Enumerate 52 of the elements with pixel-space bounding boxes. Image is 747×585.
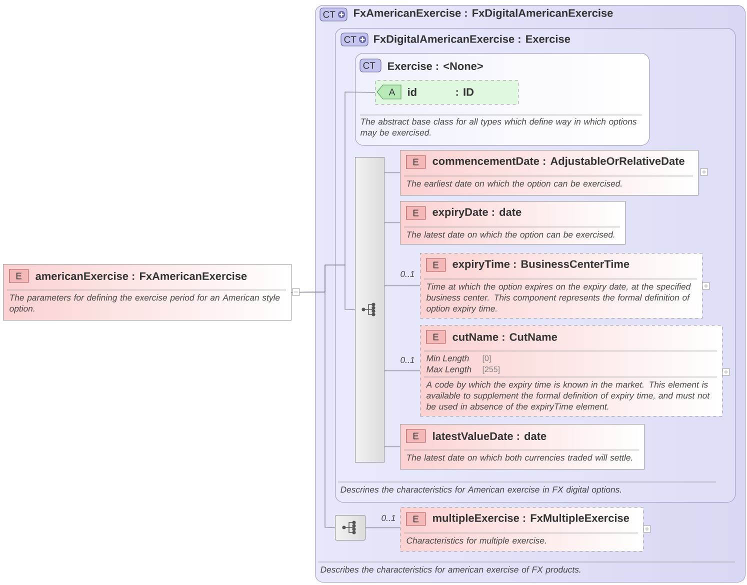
type-name: FxDigitalAmericanExercise : Exercise — [374, 34, 570, 46]
element-badge: E — [426, 330, 446, 344]
connector — [384, 222, 400, 224]
connector — [291, 292, 336, 528]
type-name: FxAmericanExercise : FxDigitalAmericanExercise — [354, 8, 613, 20]
description: Descrines the characteristics for American exercise in FX digital options. — [340, 486, 621, 494]
description: A code by which the expiry time is known in the market. This element is available to supplement the formal definition of expiry time, and must not be used in absence of the expiryTime element. — [426, 381, 710, 412]
cardinality-label: 0..1 — [400, 270, 414, 278]
element-box — [400, 201, 626, 245]
connector — [384, 370, 420, 372]
element-name: latestValueDate : date — [433, 432, 546, 440]
type-badge: CT — [340, 32, 368, 46]
element-name: multipleExercise : FxMultipleExercise — [433, 514, 630, 524]
description: The parameters for defining the exercise period for an American style option. — [10, 294, 280, 314]
facet-name: Max Length — [426, 366, 472, 374]
type-name: Exercise : <None> — [388, 62, 483, 70]
description: The latest date on which both currencies traded will settle. — [407, 454, 632, 461]
element-box — [400, 424, 645, 470]
attribute-name: id — [408, 88, 416, 96]
element-badge: E — [406, 206, 426, 220]
element-name: cutName : CutName — [452, 333, 558, 341]
element-name: expiryTime : BusinessCenterTime — [452, 260, 630, 270]
facet-name: Min Length — [426, 354, 469, 364]
sequence-box — [335, 515, 366, 541]
description: Describes the characteristics for american exercise of FX products. — [320, 566, 580, 574]
description: The earliest date on which the option can be exercised. — [407, 180, 622, 188]
description: Time at which the option expires on the expiry date, at the specified business center. This component represents the formal definition of option expiry time. — [426, 283, 691, 314]
element-box — [400, 150, 699, 196]
element-name: americanExercise : FxAmericanExercise — [36, 272, 247, 280]
sequence-bar — [355, 157, 385, 463]
element-name: commencementDate : AdjustableOrRelativeDate — [432, 156, 684, 168]
element-box — [400, 507, 644, 552]
description: The abstract base class for all types which define way in which options may be exercised. — [360, 118, 637, 138]
element-badge: E — [406, 429, 426, 443]
element-name: expiryDate : date — [432, 208, 522, 218]
element-badge: E — [406, 512, 426, 526]
cardinality-label: 0..1 — [400, 356, 414, 364]
element-box — [3, 264, 292, 321]
element-badge: E — [406, 155, 426, 169]
type-badge: CT — [320, 8, 348, 22]
description: Characteristics for multiple exercise. — [406, 537, 546, 546]
element-badge: E — [426, 258, 446, 272]
connector — [384, 172, 400, 174]
connector — [384, 446, 400, 448]
element-box — [420, 325, 723, 417]
cardinality-label: 0..1 — [382, 514, 395, 522]
description: The latest date on which the option can be exercised. — [407, 231, 614, 240]
element-badge: E — [9, 269, 29, 283]
attribute-type: : ID — [456, 88, 474, 96]
element-box — [420, 253, 703, 319]
type-badge: CT — [360, 58, 382, 72]
attribute-box — [375, 80, 519, 105]
